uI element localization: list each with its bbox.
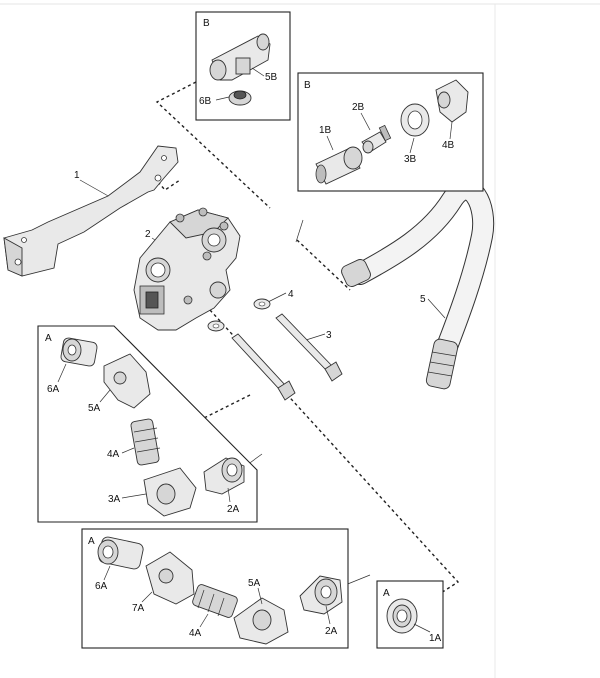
bracket-part-1 [3, 145, 179, 277]
label-1: 1 [74, 170, 80, 181]
label-3B: 3B [404, 154, 417, 165]
label-6A-left: 6A [47, 384, 60, 395]
box-a-left-letter: A [45, 333, 52, 344]
label-2B: 2B [352, 102, 365, 113]
label-5A-left: 5A [88, 403, 101, 414]
label-4A-bottom: 4A [189, 628, 202, 639]
label-4B: 4B [442, 140, 455, 151]
label-2A-left: 2A [227, 504, 240, 515]
hose-part-5 [341, 178, 495, 390]
label-7A: 7A [132, 603, 145, 614]
detail-box-b-top: B 5B 6B [195, 11, 291, 121]
label-5B: 5B [265, 72, 278, 83]
label-6B: 6B [199, 96, 212, 107]
label-1A: 1A [429, 633, 442, 644]
label-5: 5 [420, 294, 426, 305]
washer-part-4 [207, 298, 271, 332]
label-6A-bottom: 6A [95, 581, 108, 592]
pump-body-part-2 [133, 207, 241, 331]
label-3A: 3A [108, 494, 121, 505]
detail-box-a-left: A 6A 5A 4A 3A 2A [37, 325, 258, 523]
box-a-bottom-letter: A [88, 536, 95, 547]
label-4A-left: 4A [107, 449, 120, 460]
label-2: 2 [145, 229, 151, 240]
label-2A-bottom: 2A [325, 626, 338, 637]
label-5A-bottom: 5A [248, 578, 261, 589]
box-b-top-letter: B [203, 18, 210, 29]
label-4: 4 [288, 289, 294, 300]
detail-box-a-small: A 1A [376, 580, 444, 649]
label-1B: 1B [319, 125, 332, 136]
box-b-right-letter: B [304, 80, 311, 91]
detail-box-b-right: B 1B 2B 3B 4B [297, 72, 484, 192]
box-a-small-letter: A [383, 588, 390, 599]
detail-box-a-bottom: A 6A 7A 4A 5A 2A [81, 528, 349, 649]
bolt-part-3 [231, 313, 343, 401]
label-3: 3 [326, 330, 332, 341]
